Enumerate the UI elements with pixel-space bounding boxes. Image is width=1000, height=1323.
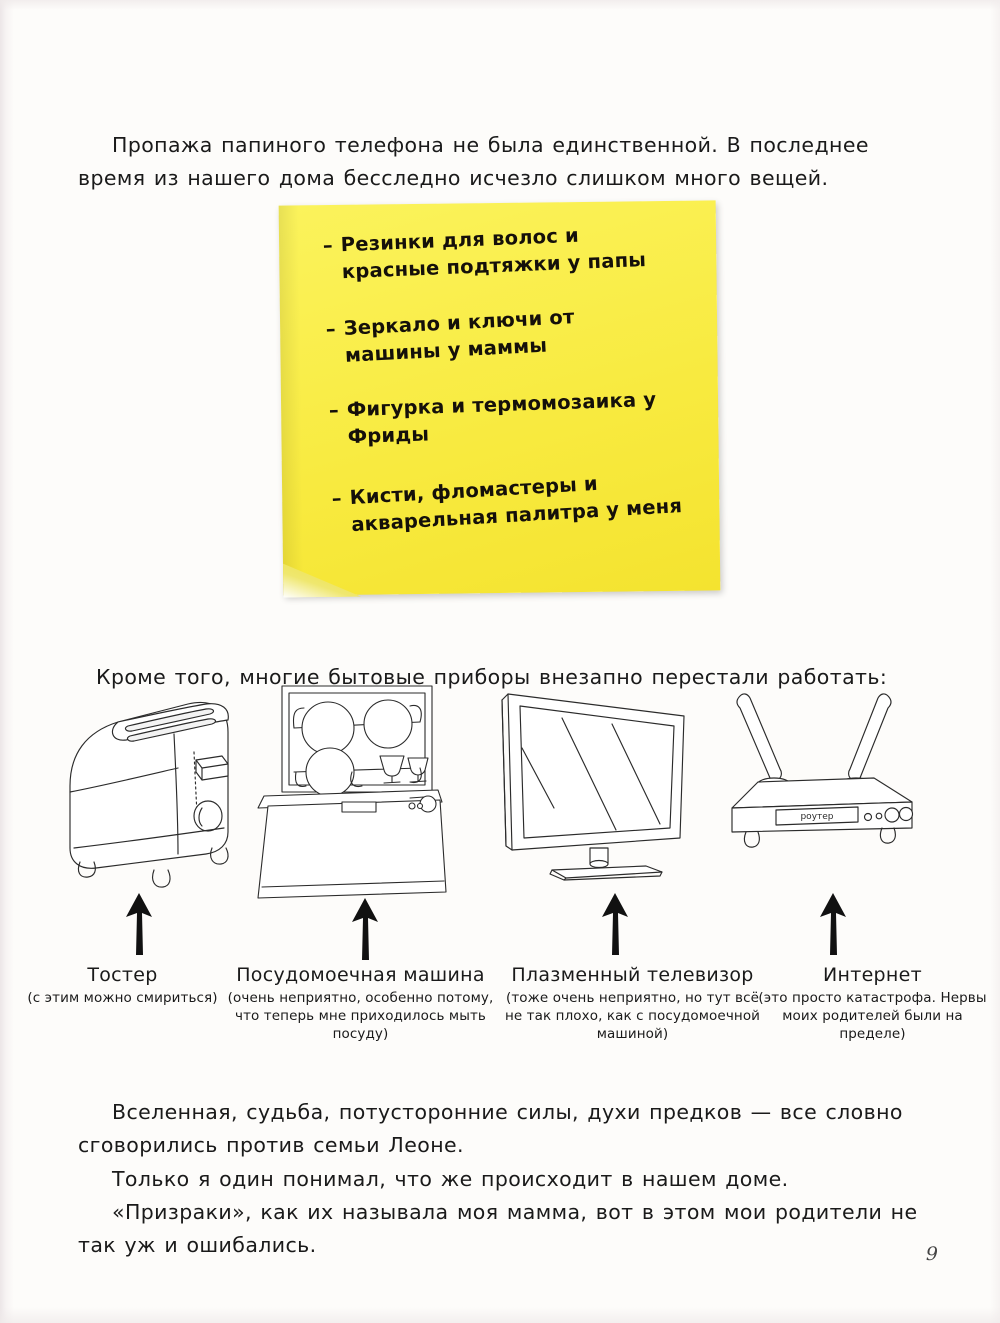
list-item-text: Кисти, фломастеры и акварельная палитра … bbox=[349, 471, 683, 537]
page-edge-bottom bbox=[0, 1307, 1000, 1323]
caption-title: Посудомоечная машина bbox=[236, 964, 485, 986]
caption-title: Плазменный телевизор bbox=[511, 964, 754, 986]
sticky-note: – Резинки для волос и красные подтяжки у… bbox=[278, 200, 721, 596]
paragraph-universe: Вселенная, судьба, потусторонние силы, д… bbox=[78, 1099, 903, 1157]
page-edge-top bbox=[0, 0, 1000, 10]
caption-title: Интернет bbox=[822, 964, 923, 986]
list-bullet: – bbox=[322, 233, 334, 258]
list-bullet: – bbox=[325, 317, 337, 341]
list-bullet: – bbox=[328, 398, 340, 422]
router-label: роутер bbox=[800, 812, 833, 822]
list-item: – Резинки для волос и красные подтяжки у… bbox=[322, 218, 672, 286]
caption-router: Интернет (это просто катастрофа. Нервы м… bbox=[755, 963, 990, 1043]
caption-toaster: Тостер (с этим можно смириться) bbox=[10, 963, 235, 1007]
tv-icon bbox=[496, 682, 696, 882]
arrow-up-icon-dishwasher bbox=[348, 898, 382, 960]
caption-title: Тостер bbox=[87, 964, 158, 986]
sticky-note-shading bbox=[278, 205, 304, 596]
caption-subtitle: (это просто катастрофа. Нервы моих родит… bbox=[758, 990, 987, 1042]
list-item-text: Фигурка и термомозаика у Фриды bbox=[346, 387, 657, 449]
page-number: 9 bbox=[925, 1243, 938, 1265]
page-edge-left bbox=[0, 0, 14, 1323]
appliance-illustration-row: роутер bbox=[0, 682, 1000, 912]
list-bullet: – bbox=[331, 486, 343, 511]
list-item: – Кисти, фломастеры и акварельная палитр… bbox=[331, 465, 692, 540]
toaster-icon bbox=[56, 682, 246, 892]
caption-tv: Плазменный телевизор (тоже очень неприят… bbox=[500, 963, 765, 1043]
paragraph-ghosts: «Призраки», как их называла моя мамма, в… bbox=[78, 1199, 918, 1257]
list-item: – Фигурка и термомозаика у Фриды bbox=[328, 385, 678, 451]
arrow-up-icon-router bbox=[816, 893, 850, 955]
paragraph-appliances-intro: Кроме того, многие бытовые приборы внеза… bbox=[96, 664, 888, 689]
router-icon: роутер bbox=[722, 682, 932, 862]
caption-subtitle: (тоже очень неприятно, но тут всё не так… bbox=[504, 990, 761, 1042]
caption-subtitle: (с этим можно смириться) bbox=[27, 990, 218, 1006]
list-item-text: Зеркало и ключи от машины у маммы bbox=[343, 305, 575, 367]
paragraph-intro: Пропажа папиного телефона не была единст… bbox=[78, 132, 869, 190]
arrow-up-icon-tv bbox=[598, 893, 632, 955]
dishwasher-icon bbox=[252, 682, 452, 902]
paragraph-only-i-understood: Только я один понимал, что же происходит… bbox=[112, 1166, 789, 1191]
arrow-up-icon-toaster bbox=[122, 893, 156, 955]
caption-subtitle: (очень неприятно, особенно потому, что т… bbox=[227, 990, 494, 1042]
caption-dishwasher: Посудомоечная машина (очень неприятно, о… bbox=[218, 963, 503, 1043]
list-item: – Зеркало и ключи от машины у маммы bbox=[325, 298, 675, 370]
page-edge-right bbox=[990, 0, 1000, 1323]
list-item-text: Резинки для волос и красные подтяжки у п… bbox=[340, 223, 647, 284]
missing-items-list: – Резинки для волос и красные подтяжки у… bbox=[321, 223, 702, 560]
